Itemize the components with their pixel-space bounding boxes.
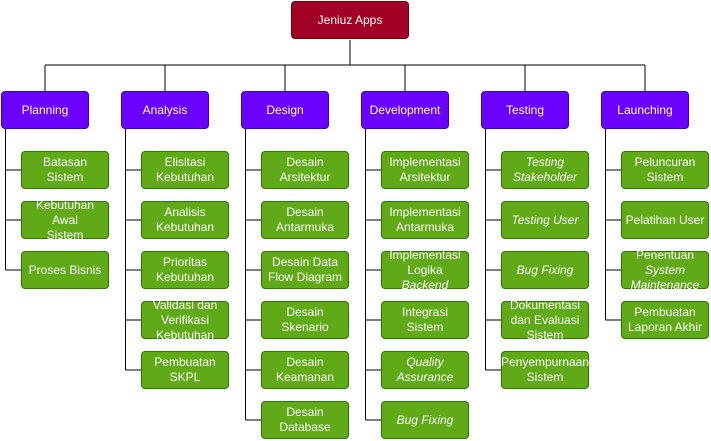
phase-development[interactable]: Development: [361, 91, 449, 129]
task-bug-fixing[interactable]: Bug Fixing: [381, 401, 469, 439]
task-label: Batasan Sistem: [42, 155, 88, 184]
phase-planning[interactable]: Planning: [1, 91, 89, 129]
phase-testing[interactable]: Testing: [481, 91, 569, 129]
task-label: Bug Fixing: [516, 262, 574, 277]
task-proses-bisnis[interactable]: Proses Bisnis: [21, 251, 109, 289]
task-label: Bug Fixing: [396, 412, 454, 427]
task-label: Integrasi Sistem: [401, 305, 449, 334]
phase-analysis[interactable]: Analysis: [121, 91, 209, 129]
task-bug-fixing[interactable]: Bug Fixing: [501, 251, 589, 289]
phase-launching[interactable]: Launching: [601, 91, 689, 129]
task-testing-user[interactable]: Testing User: [501, 201, 589, 239]
task-pelatihan-user[interactable]: Pelatihan User: [621, 201, 709, 239]
phase-design[interactable]: Design: [241, 91, 329, 129]
task-label: Proses Bisnis: [28, 262, 102, 277]
task-label: Pelatihan User: [625, 212, 705, 227]
root-node[interactable]: Jeniuz Apps: [291, 1, 409, 39]
task-batasan-sistem[interactable]: Batasan Sistem: [21, 151, 109, 189]
task-label: Testing User: [511, 212, 579, 227]
task-integrasi-sistem[interactable]: Integrasi Sistem: [381, 301, 469, 339]
